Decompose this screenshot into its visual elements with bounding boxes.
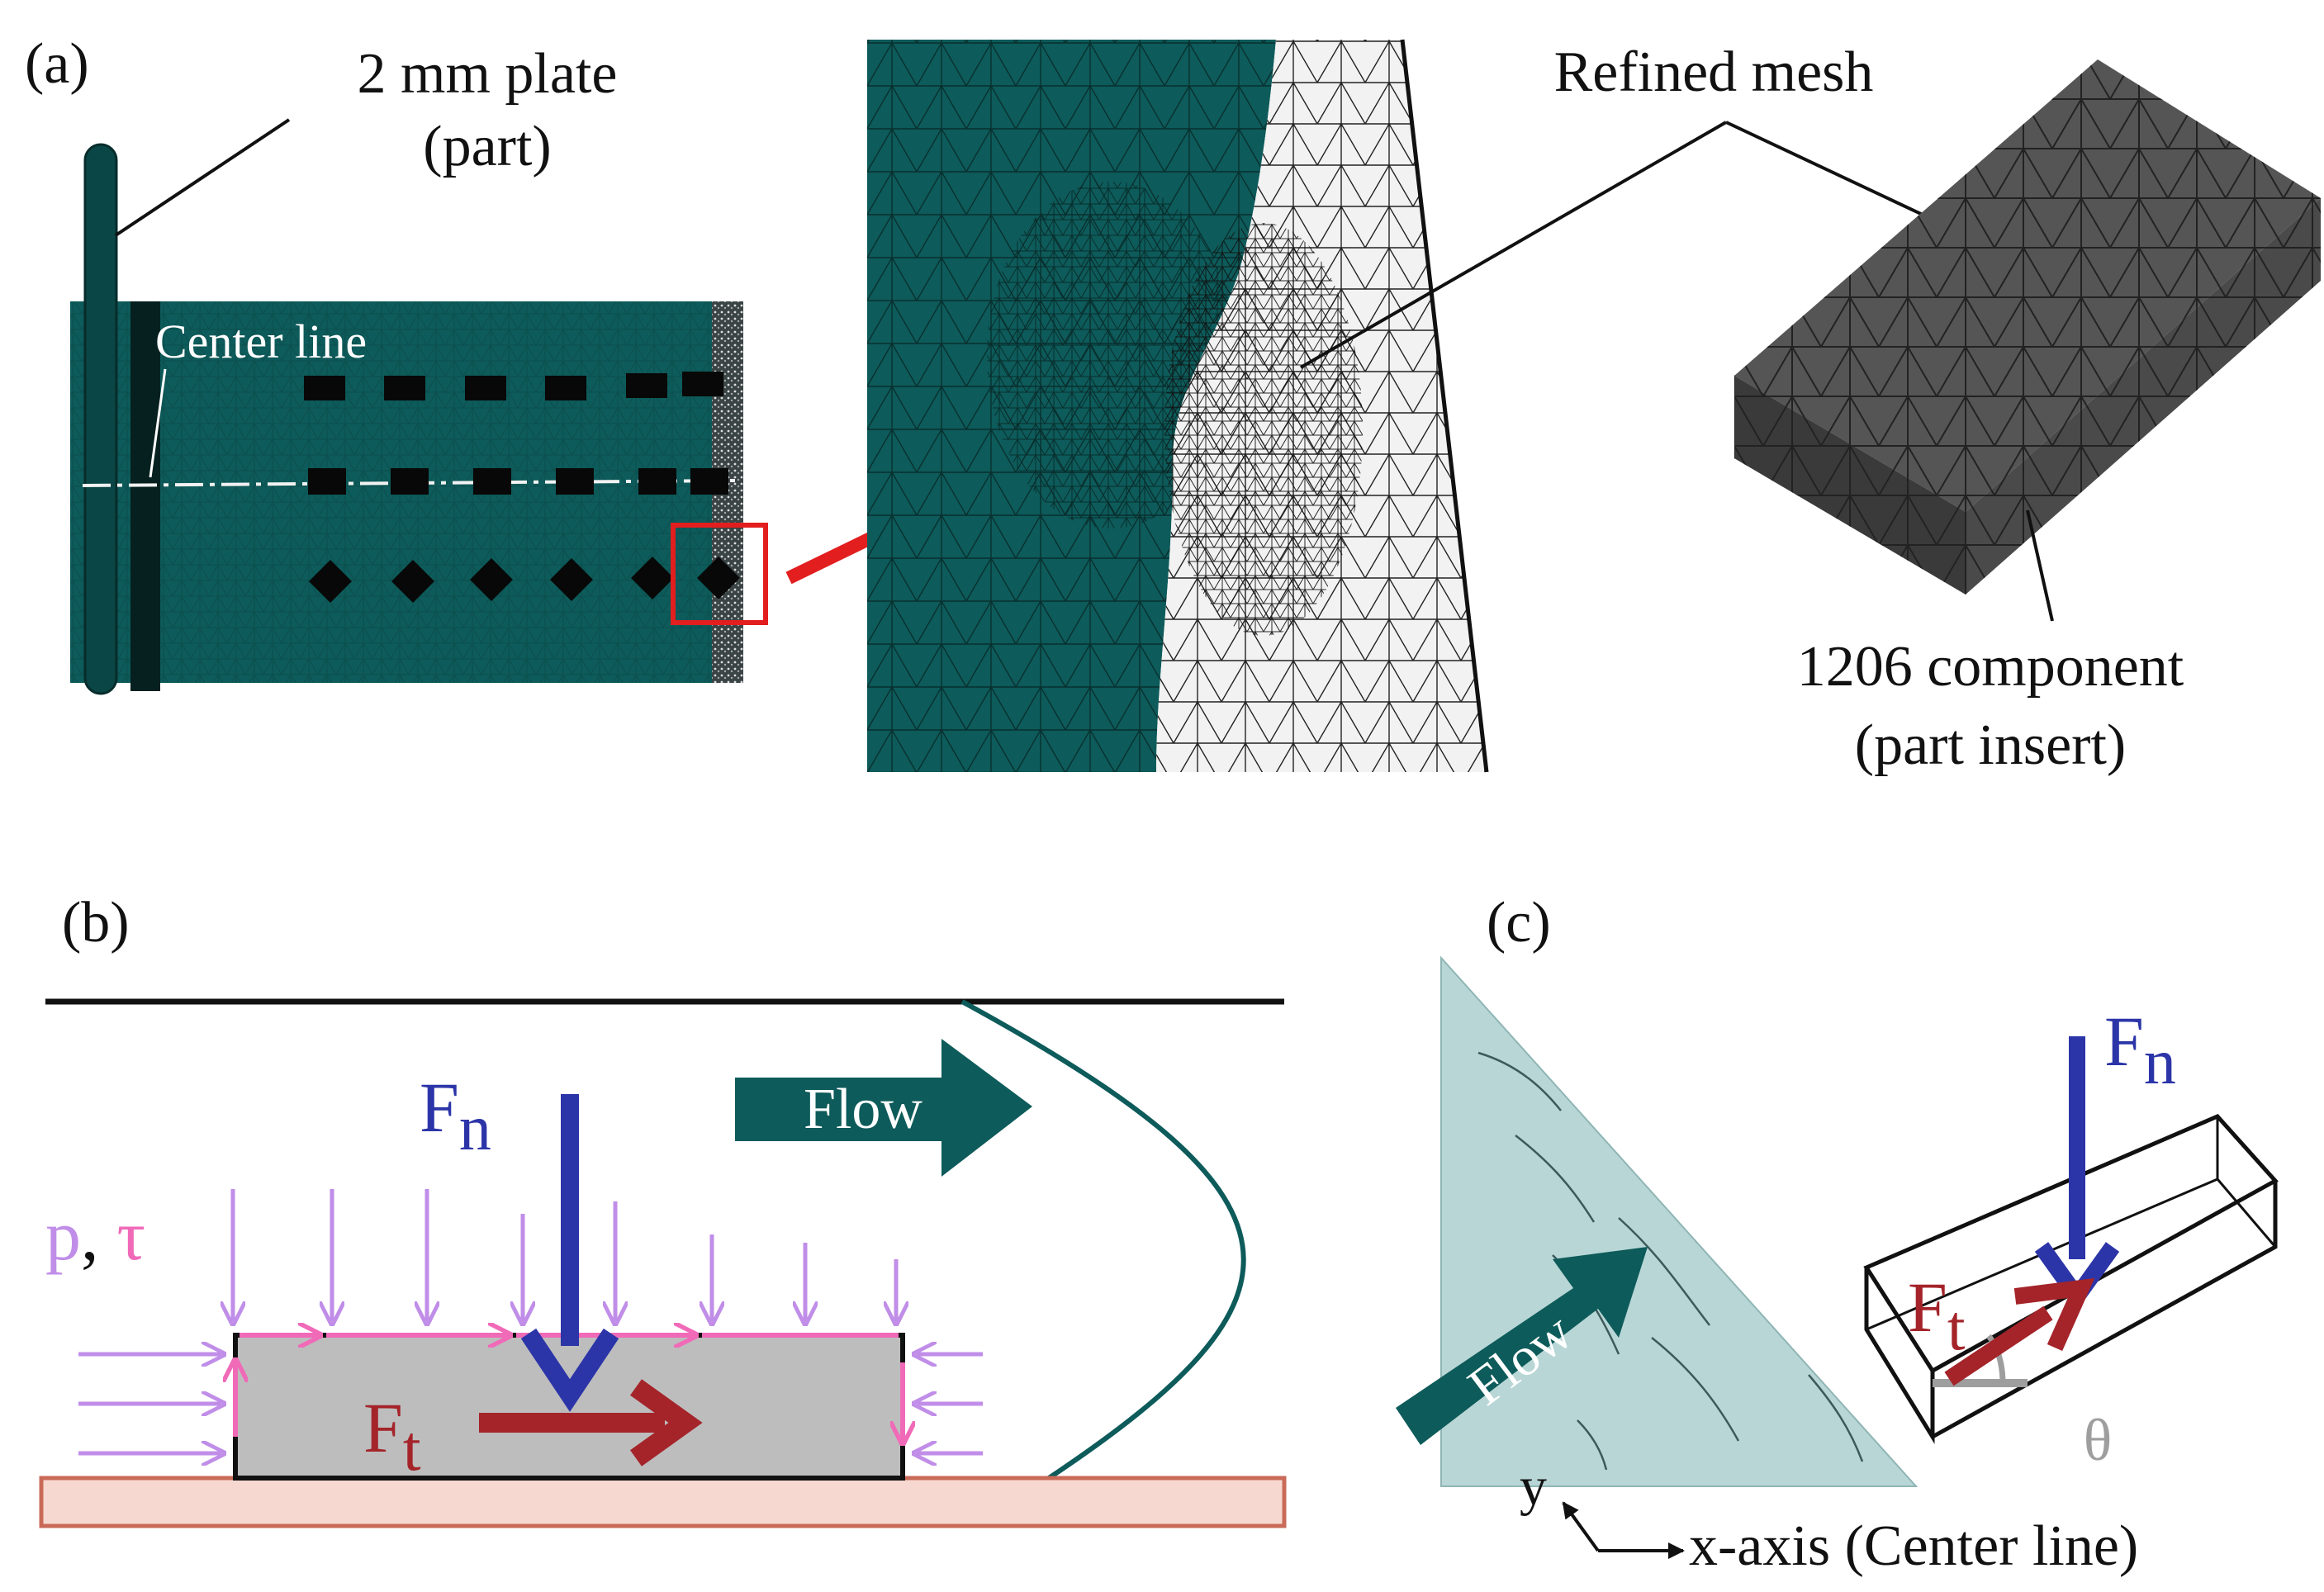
flow-region xyxy=(1440,955,1918,1487)
fn-arrow-b xyxy=(520,1094,619,1412)
pressure-arrows-top xyxy=(233,1189,896,1321)
panel-c-label: (c) xyxy=(1487,891,1551,955)
plate-model xyxy=(70,143,768,695)
substrate-plate xyxy=(39,1476,1287,1528)
pocket xyxy=(308,468,346,495)
pocket xyxy=(626,373,667,398)
center-line-label: Center line xyxy=(155,315,367,368)
panel-b-label: (b) xyxy=(62,891,130,955)
component-pockets xyxy=(304,372,740,603)
component-leader-line xyxy=(2026,509,2054,622)
component-wireframe xyxy=(1863,1113,2279,1444)
velocity-profile-curve xyxy=(960,999,1246,1481)
component-side-mesh xyxy=(1966,198,2321,595)
center-line-leader xyxy=(149,368,167,478)
ft-label-b: Ft xyxy=(363,1388,421,1484)
component-label-line-2: (part insert) xyxy=(1855,713,2126,777)
plate-rib-shadow xyxy=(130,301,160,691)
pocket xyxy=(391,560,434,603)
y-axis-label: y xyxy=(1520,1457,1547,1517)
zoomed-mesh-view xyxy=(867,39,1489,773)
plate-leader-line xyxy=(114,118,291,237)
ft-label-c: Ft xyxy=(1908,1267,1966,1363)
panel-a-label: (a) xyxy=(25,32,89,96)
theta-label: θ xyxy=(2084,1407,2113,1473)
pocket xyxy=(550,558,593,601)
pocket xyxy=(556,468,594,495)
fn-label-b: Fn xyxy=(420,1068,491,1163)
pocket xyxy=(473,468,511,495)
flow-arrow-b: Flow xyxy=(735,1039,1032,1177)
panel-a: (a) xyxy=(25,32,2321,777)
pocket xyxy=(682,372,723,396)
x-axis-label: x-axis (Center line) xyxy=(1689,1514,2138,1578)
flow-label-b: Flow xyxy=(804,1078,922,1141)
pocket xyxy=(690,468,728,495)
pocket xyxy=(697,557,740,599)
component-label-line-1: 1206 component xyxy=(1797,635,2184,699)
pressure-shear-label: p,τ xyxy=(45,1196,145,1275)
ft-arrow-c xyxy=(1944,1277,2095,1386)
zoom-insert-refined-mesh xyxy=(1164,223,1363,636)
pocket xyxy=(545,376,586,400)
component-3d-model xyxy=(1734,59,2321,595)
component-front-mesh xyxy=(1734,376,1966,595)
panel-c: (c) Flow y x-axis (Center line) xyxy=(1396,891,2279,1578)
pocket xyxy=(470,558,513,601)
fn-label-c: Fn xyxy=(2104,1002,2176,1097)
plate-label-line-2: (part) xyxy=(423,115,551,178)
pocket xyxy=(384,376,425,400)
plate-label-line-1: 2 mm plate xyxy=(358,42,618,106)
y-axis-arrow xyxy=(1562,1501,1600,1552)
pocket xyxy=(631,557,674,599)
plate-rib xyxy=(83,143,118,695)
pocket xyxy=(465,376,506,400)
panel-b: (b) xyxy=(39,891,1287,1528)
pocket xyxy=(638,468,676,495)
axis-indicator: y x-axis (Center line) xyxy=(1520,1457,2138,1578)
zoom-highlight-box xyxy=(671,523,768,625)
pocket xyxy=(304,376,345,400)
zoom-boundary-edge xyxy=(1400,39,1489,773)
pressure-arrows-left xyxy=(78,1354,221,1453)
refined-mesh-label: Refined mesh xyxy=(1554,40,1874,104)
pressure-arrows-right xyxy=(917,1354,983,1453)
ft-arrow-b xyxy=(479,1379,703,1466)
refined-mesh-leader-zoom xyxy=(1300,121,1727,369)
component-top-mesh xyxy=(1734,59,2321,512)
refined-mesh-leader-component xyxy=(1725,121,1937,223)
pocket xyxy=(391,468,429,495)
pocket xyxy=(309,560,352,603)
